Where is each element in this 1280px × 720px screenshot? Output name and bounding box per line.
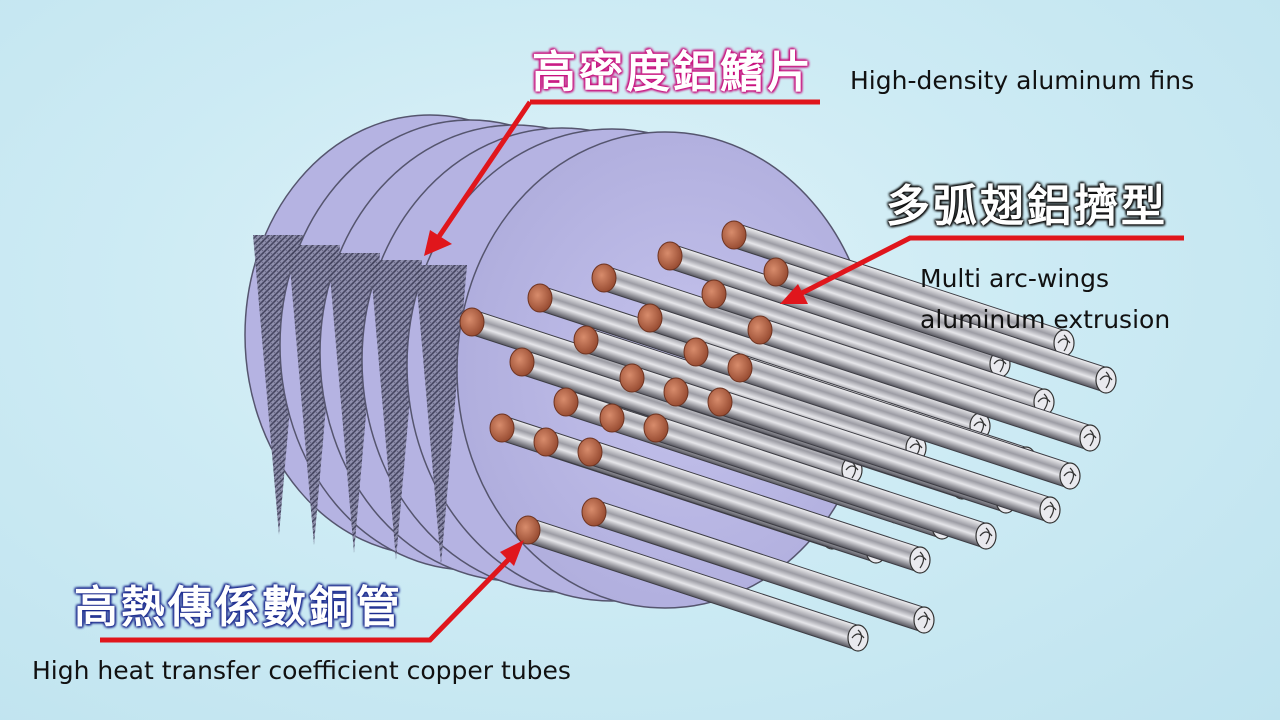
tube-24-copper-cap xyxy=(515,515,541,545)
tube-17 xyxy=(707,387,1061,524)
tube-4-end xyxy=(1095,366,1117,394)
tube-10-copper-cap xyxy=(747,315,773,345)
tube-24 xyxy=(515,515,869,652)
tube-4-copper-cap xyxy=(763,257,789,287)
tube-19-copper-cap xyxy=(599,403,625,433)
fins-label-chinese: 高密度鋁鰭片 xyxy=(532,47,814,98)
tube-14-end xyxy=(1059,462,1081,490)
tube-17-end xyxy=(1039,496,1061,524)
fins-arrow xyxy=(435,100,533,240)
tube-24-wing-icon xyxy=(851,629,865,647)
tubes-leader-line xyxy=(100,556,512,643)
tubes-arrowhead xyxy=(500,540,524,566)
tube-14-wing-icon xyxy=(1063,467,1077,485)
tube-1-wing-icon xyxy=(1057,334,1071,352)
tube-10-end xyxy=(1079,424,1101,452)
tube-23-end xyxy=(913,606,935,634)
wings-label-chinese: 多弧翅鋁擠型 xyxy=(886,181,1168,232)
wings-label-english: Multi arc-wings aluminum extrusion xyxy=(920,258,1170,340)
wings-label-english-line1: Multi arc-wings xyxy=(920,264,1110,293)
tube-16-copper-cap xyxy=(663,377,689,407)
tube-6-wing-icon xyxy=(1037,393,1051,411)
wings-label-english-line2: aluminum extrusion xyxy=(920,305,1171,334)
fins-arrowhead xyxy=(424,230,452,256)
tubes-label-english: High heat transfer coefficient copper tu… xyxy=(32,656,571,685)
tube-8-copper-cap xyxy=(637,303,663,333)
tube-18-copper-cap xyxy=(489,413,515,443)
tube-20-wing-icon xyxy=(979,527,993,545)
wings-arrowhead xyxy=(780,284,808,304)
tube-13-copper-cap xyxy=(619,363,645,393)
tube-1-copper-cap xyxy=(721,220,747,250)
tube-14 xyxy=(727,353,1081,490)
tube-5-copper-cap xyxy=(527,283,553,313)
tube-10 xyxy=(747,315,1101,452)
tube-3-copper-cap xyxy=(591,263,617,293)
tube-21-copper-cap xyxy=(533,427,559,457)
tube-17-wing-icon xyxy=(1043,501,1057,519)
fins-label-english: High-density aluminum fins xyxy=(850,66,1195,95)
tube-14-copper-cap xyxy=(727,353,753,383)
arrows xyxy=(100,99,1184,643)
tube-4 xyxy=(763,257,1117,394)
tube-22-end xyxy=(909,546,931,574)
tube-24-end xyxy=(847,624,869,652)
tube-22 xyxy=(577,437,931,574)
tube-11-copper-cap xyxy=(509,347,535,377)
tube-1 xyxy=(721,220,1075,357)
tube-20-copper-cap xyxy=(643,413,669,443)
tube-17-copper-cap xyxy=(707,387,733,417)
tube-9-copper-cap xyxy=(573,325,599,355)
tube-23-wing-icon xyxy=(917,611,931,629)
tube-4-wing-icon xyxy=(1099,371,1113,389)
tube-2-copper-cap xyxy=(657,241,683,271)
tube-22-copper-cap xyxy=(577,437,603,467)
tube-22-wing-icon xyxy=(913,551,927,569)
tube-20-end xyxy=(975,522,997,550)
tube-23 xyxy=(581,497,935,634)
tube-10-wing-icon xyxy=(1083,429,1097,447)
tube-23-copper-cap xyxy=(581,497,607,527)
fin-5-rim xyxy=(415,265,467,565)
tubes-label-chinese: 高熱傳係數銅管 xyxy=(74,582,403,633)
tube-15-copper-cap xyxy=(553,387,579,417)
tube-7-copper-cap xyxy=(459,307,485,337)
tube-12-copper-cap xyxy=(683,337,709,367)
tube-6-copper-cap xyxy=(701,279,727,309)
tube-20 xyxy=(643,413,997,550)
wings-leader-line xyxy=(798,235,1184,297)
copper-tube-array xyxy=(459,220,1117,652)
